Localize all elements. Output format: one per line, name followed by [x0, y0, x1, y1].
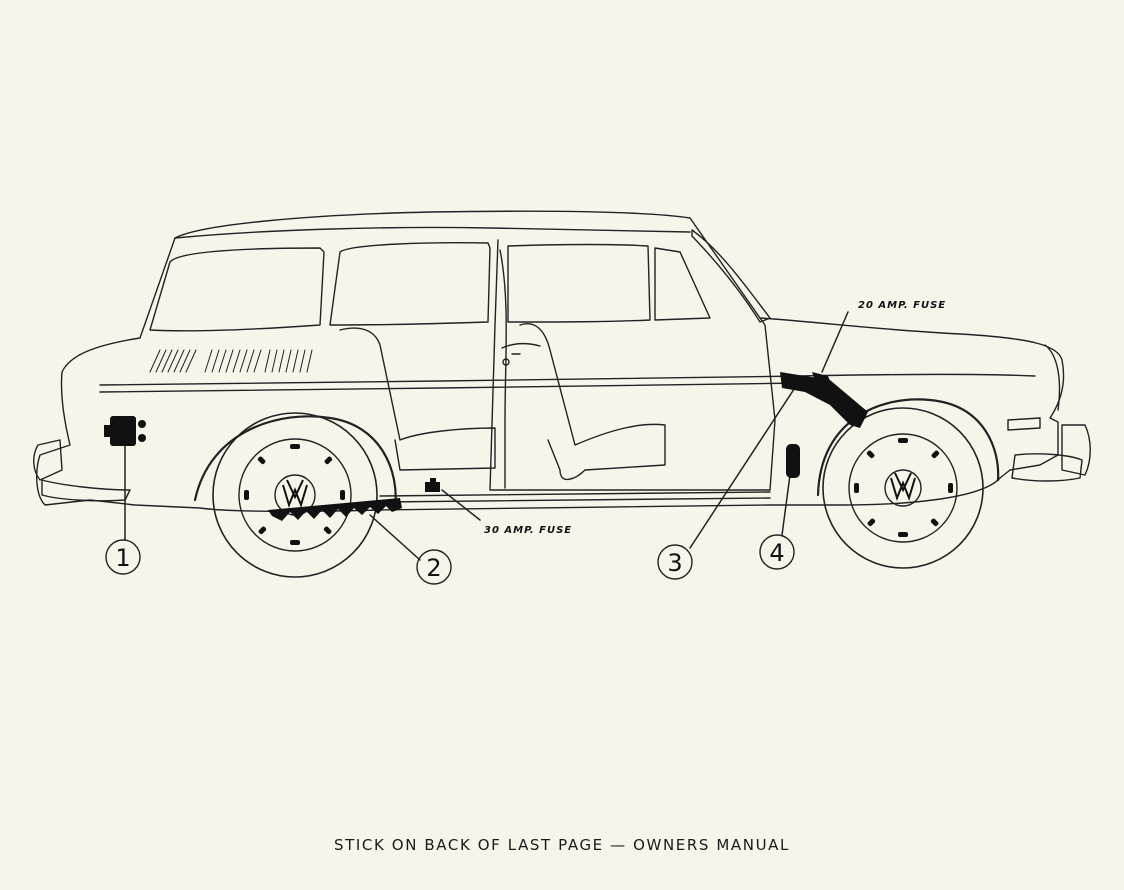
rear-wheel: [212, 412, 378, 578]
rear-bumper: [33, 439, 131, 502]
sheet-caption: STICK ON BACK OF LAST PAGE — OWNERS MANU…: [334, 836, 790, 854]
callout-circle-4: [759, 534, 795, 570]
windshield: [691, 229, 771, 323]
fuse-20-label: 20 AMP. FUSE: [858, 300, 946, 311]
callout-4: 4: [769, 539, 784, 567]
component-3-front-harness: [780, 372, 868, 428]
front-seat: [519, 323, 666, 481]
car-body-outline: [36, 210, 1065, 513]
front-door: [489, 239, 776, 491]
rear-window: [149, 247, 325, 332]
rear-door-window: [329, 242, 491, 326]
fuse-30-amp: [425, 478, 440, 492]
callout-circle-2: [416, 549, 452, 585]
rear-vw-logo: [282, 479, 308, 509]
front-vw-logo: [890, 472, 916, 502]
callout-circle-1: [105, 539, 141, 575]
component-1-taillight-wiring: [104, 416, 146, 446]
callout-2: 2: [426, 554, 441, 582]
component-4-relay: [786, 444, 800, 478]
component-2-wiring-harness: [268, 498, 402, 521]
callout-3: 3: [667, 549, 682, 577]
front-wheel: [822, 407, 984, 569]
front-bumper: [1011, 424, 1091, 482]
fuse-30-label: 30 AMP. FUSE: [484, 525, 572, 536]
fuse-20-amp: [812, 372, 832, 386]
rear-seat: [339, 327, 496, 471]
vent-window: [654, 247, 711, 321]
front-hubcap-slots: [854, 438, 953, 537]
callout-1: 1: [115, 544, 130, 572]
front-door-window: [507, 243, 651, 323]
callout-circle-3: [657, 544, 693, 580]
rear-hubcap-slots: [244, 444, 345, 545]
